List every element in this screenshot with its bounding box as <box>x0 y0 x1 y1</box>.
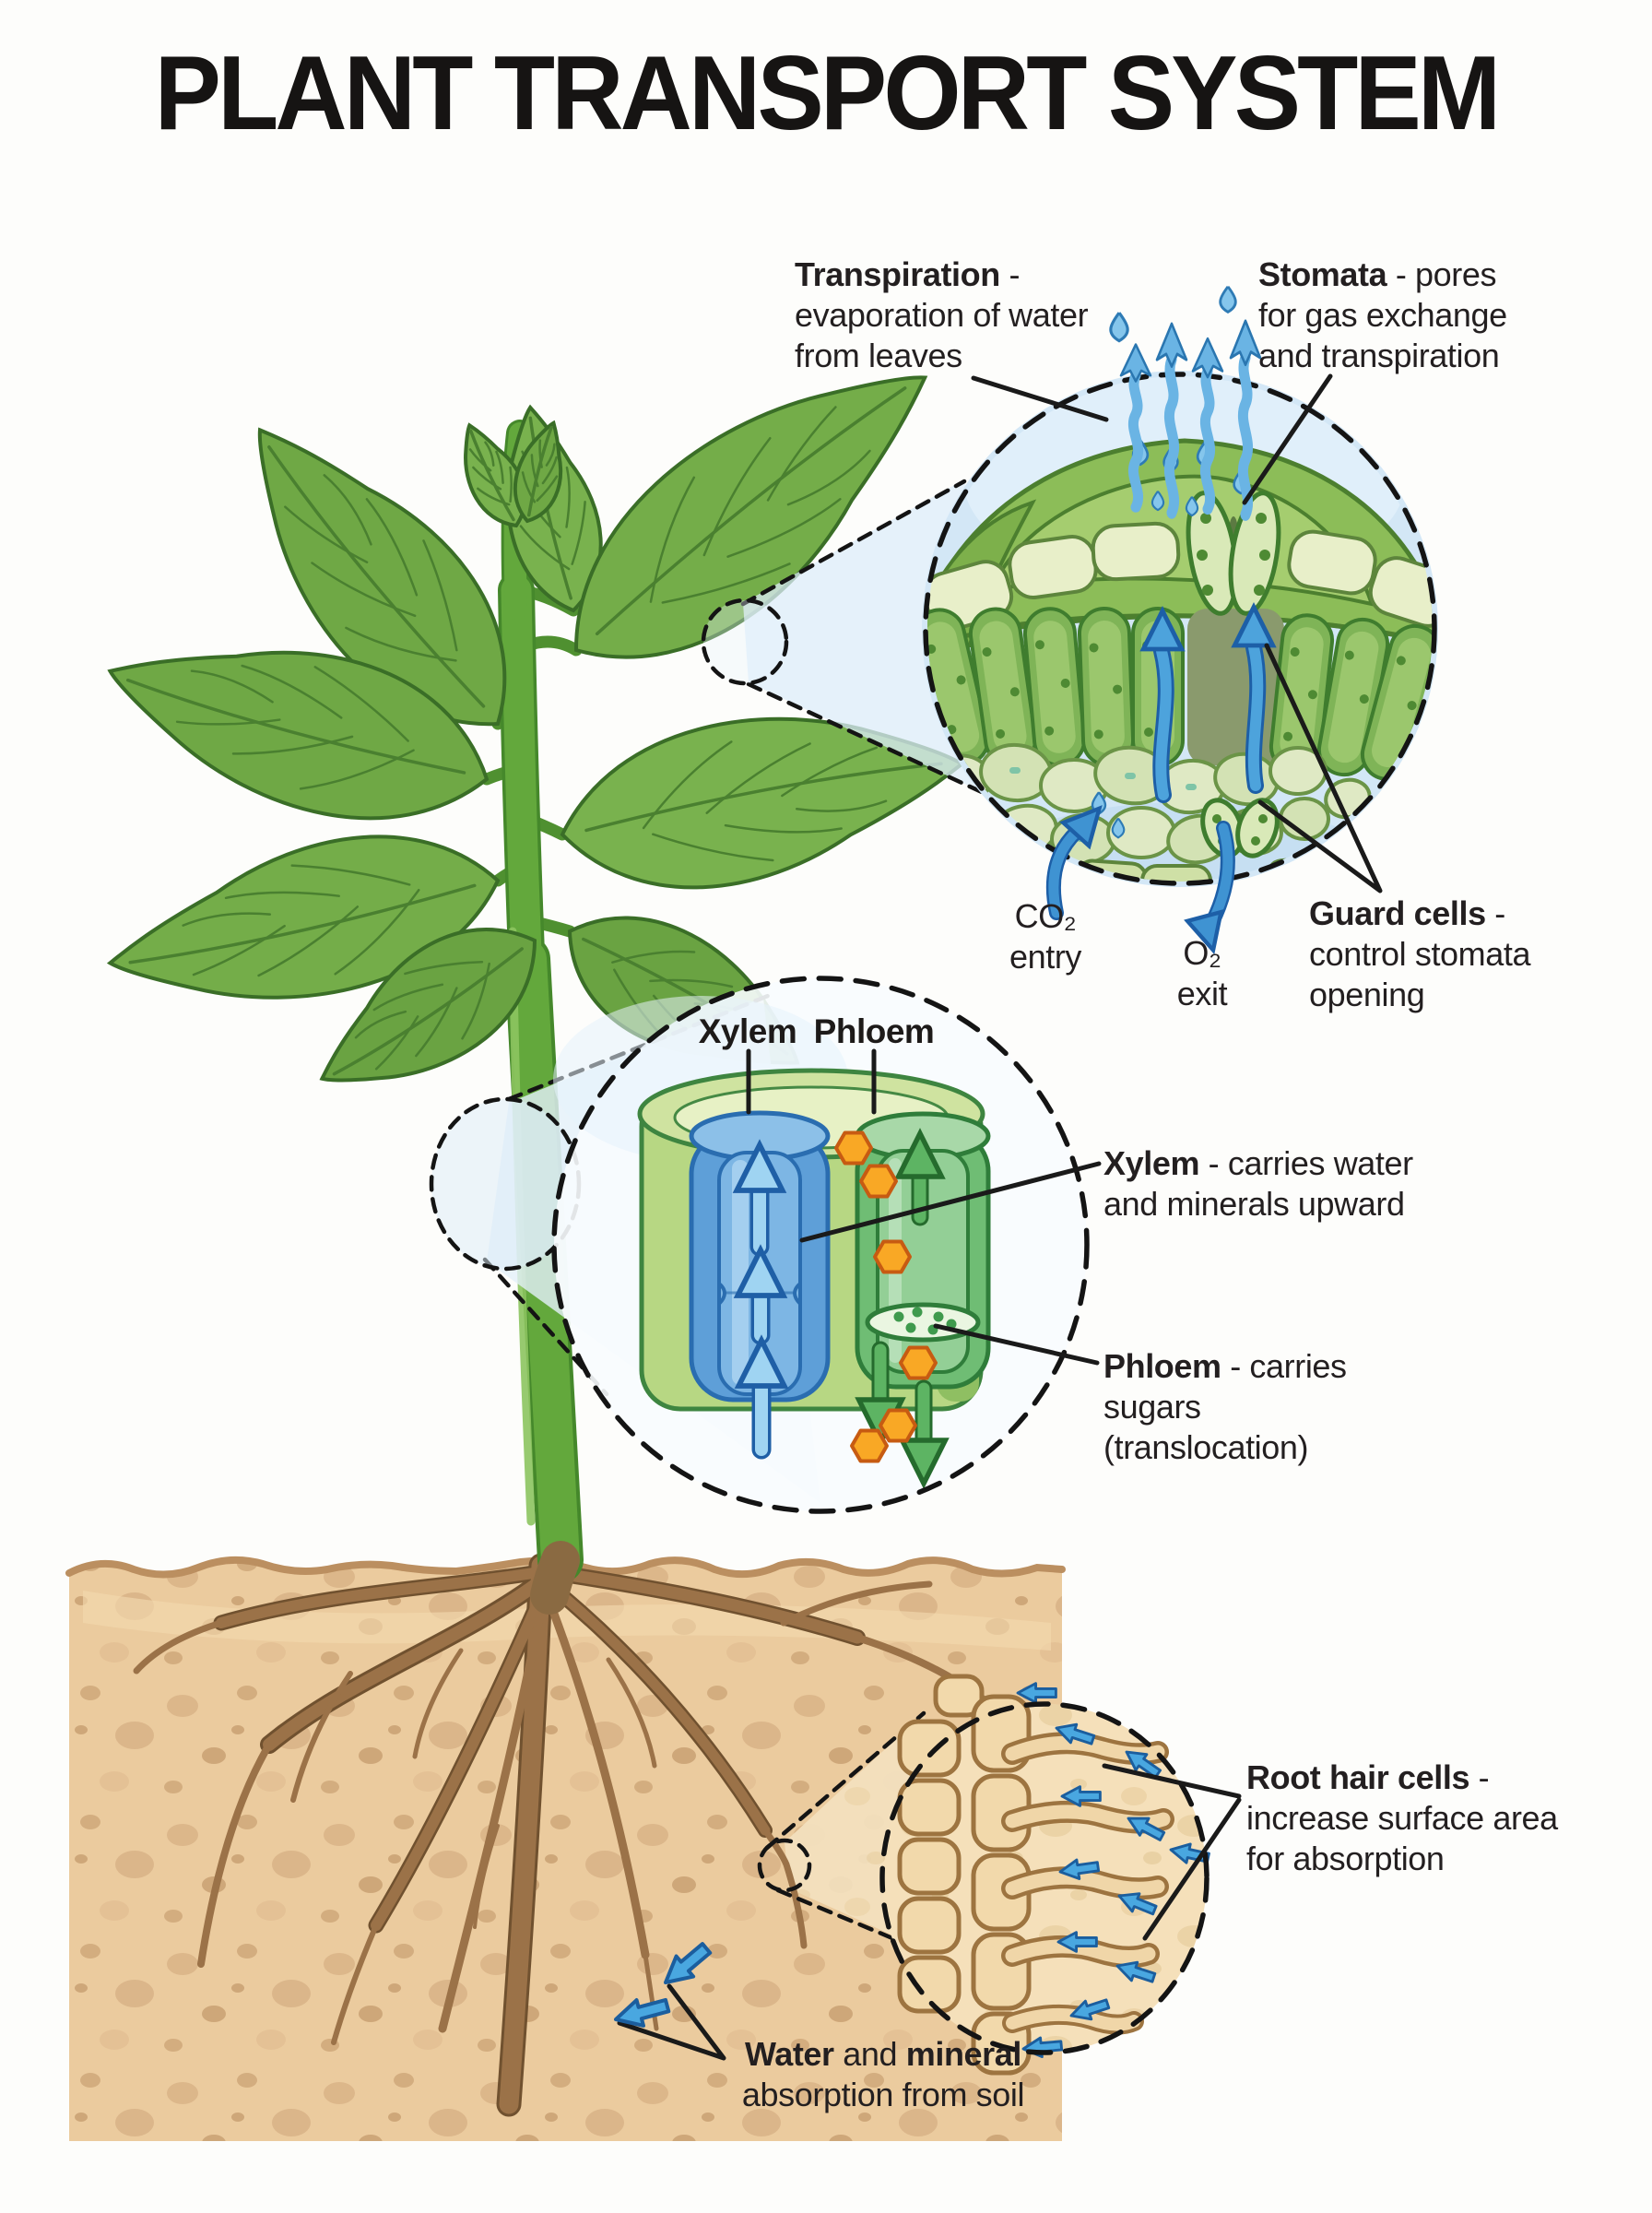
root-hair-desc: - increase surface area for absorption <box>1246 1758 1558 1877</box>
stem <box>498 420 584 1615</box>
label-stomata: Stomata - pores for gas exchange and tra… <box>1258 254 1544 376</box>
xylem-vessel <box>689 1110 831 1460</box>
label-phloem: Phloem - carries sugars (translocation) <box>1103 1346 1422 1468</box>
label-xylem: Xylem - carries water and minerals upwar… <box>1103 1143 1422 1225</box>
leaf-inset-ring <box>923 372 1437 886</box>
leader-lines <box>617 373 1383 2061</box>
roothair-inset-ring <box>879 1701 1210 2055</box>
roothair-cells <box>897 1674 1032 2076</box>
water-up-arrows <box>1143 607 1273 803</box>
vascular-inset <box>551 976 1090 1514</box>
stoma-upper <box>1186 491 1281 616</box>
transpiration-desc: - evaporation of water from leaves <box>795 255 1089 374</box>
mineral-term: mineral <box>905 2035 1022 2073</box>
stomata-desc: - pores for gas exchange and transpirati… <box>1258 255 1507 374</box>
transpiration-term: Transpiration <box>795 255 1000 293</box>
label-guard-cells: Guard cells - control stomata opening <box>1309 893 1576 1015</box>
stomata-term: Stomata <box>1258 255 1387 293</box>
phloem-header: Phloem <box>813 1012 935 1050</box>
xylem-term: Xylem <box>1103 1144 1200 1182</box>
label-water-mineral: Water and mineral absorption from soil <box>713 2034 1054 2115</box>
roothair-inset <box>879 1674 1212 2076</box>
co2-entry-arrow <box>1045 797 1113 920</box>
o2-word: exit <box>1176 974 1228 1012</box>
o2-exit-arrow <box>1187 821 1235 954</box>
co2-formula: CO₂ <box>1014 897 1077 935</box>
leaf-cross-section-inset <box>922 285 1438 954</box>
header-ticks <box>746 1048 877 1115</box>
page-title: PLANT TRANSPORT SYSTEM <box>154 35 1502 152</box>
water-desc: absorption from soil <box>741 2075 1025 2113</box>
xylem-desc: - carries water and minerals upward <box>1103 1144 1413 1223</box>
vascular-inset-ring <box>551 976 1090 1514</box>
guard-cells-desc: - control stomata opening <box>1309 894 1531 1013</box>
water-term: Water <box>744 2035 834 2073</box>
co2-word: entry <box>1009 937 1082 976</box>
phloem-term: Phloem <box>1103 1347 1221 1385</box>
water-and: and <box>833 2035 906 2073</box>
root-system <box>133 1553 997 2117</box>
guard-cells-term: Guard cells <box>1309 894 1486 932</box>
label-transpiration: Transpiration - evaporation of water fro… <box>795 254 1113 376</box>
label-root-hair-cells: Root hair cells - increase surface area … <box>1246 1757 1569 1879</box>
phloem-desc: - carries sugars (translocation) <box>1103 1347 1347 1466</box>
xylem-header: Xylem <box>698 1012 797 1050</box>
o2-formula: O₂ <box>1183 934 1221 972</box>
root-hair-term: Root hair cells <box>1246 1758 1470 1796</box>
